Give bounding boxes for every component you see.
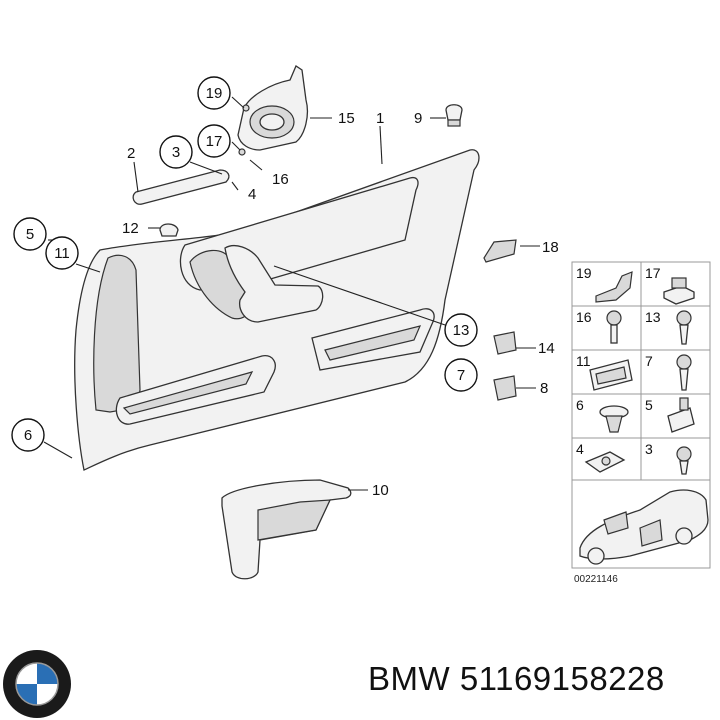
svg-text:5: 5	[645, 397, 653, 413]
callout-16: 16	[272, 171, 289, 188]
part-caption: BMW 51169158228	[368, 660, 665, 698]
callout-14: 14	[538, 340, 555, 357]
callout-11: 11	[45, 236, 79, 270]
callout-8: 8	[540, 380, 548, 397]
callout-15: 15	[338, 110, 355, 127]
svg-text:13: 13	[645, 309, 661, 325]
armrest-10	[221, 479, 352, 580]
cap-8	[493, 375, 517, 401]
svg-text:17: 17	[206, 133, 223, 150]
leader-lines	[43, 96, 540, 491]
brand-name: BMW	[368, 660, 451, 697]
callout-9: 9	[414, 110, 422, 127]
bmw-logo	[3, 650, 71, 718]
svg-text:13: 13	[453, 322, 470, 339]
speaker-bracket	[237, 65, 309, 156]
svg-text:3: 3	[172, 144, 180, 161]
svg-text:19: 19	[206, 85, 223, 102]
callout-4: 4	[248, 186, 256, 203]
part-number: 51169158228	[459, 660, 665, 697]
svg-text:3: 3	[645, 441, 653, 457]
callout-12: 12	[122, 220, 139, 237]
bracket-part-2	[132, 169, 230, 205]
svg-text:11: 11	[54, 245, 70, 262]
svg-text:5: 5	[26, 226, 34, 243]
callout-17: 17	[197, 124, 231, 158]
callout-5: 5	[13, 217, 47, 251]
svg-text:17: 17	[645, 265, 661, 281]
fastener-legend: 19 17 16 13 11 7 6 5 4 3	[571, 261, 711, 585]
callout-10: 10	[372, 482, 389, 499]
callout-19: 19	[197, 76, 231, 110]
clip-9	[445, 104, 463, 127]
svg-text:16: 16	[576, 309, 592, 325]
svg-text:7: 7	[457, 367, 465, 384]
callout-6: 6	[11, 418, 45, 452]
svg-text:11: 11	[576, 353, 591, 369]
trim-piece-18	[483, 239, 517, 263]
door-trim-panel	[74, 149, 480, 471]
callout-13: 13	[444, 313, 478, 347]
callout-1: 1	[376, 110, 384, 127]
callout-7: 7	[444, 358, 478, 392]
svg-text:7: 7	[645, 353, 653, 369]
svg-text:19: 19	[576, 265, 592, 281]
svg-text:6: 6	[24, 427, 32, 444]
callout-3: 3	[159, 135, 193, 169]
svg-text:6: 6	[576, 397, 584, 413]
callout-2: 2	[127, 145, 135, 162]
svg-text:4: 4	[576, 441, 584, 457]
callout-18: 18	[542, 239, 559, 256]
svg-text:00221146: 00221146	[574, 574, 618, 585]
cap-14	[493, 331, 517, 355]
clip-12	[159, 223, 179, 237]
